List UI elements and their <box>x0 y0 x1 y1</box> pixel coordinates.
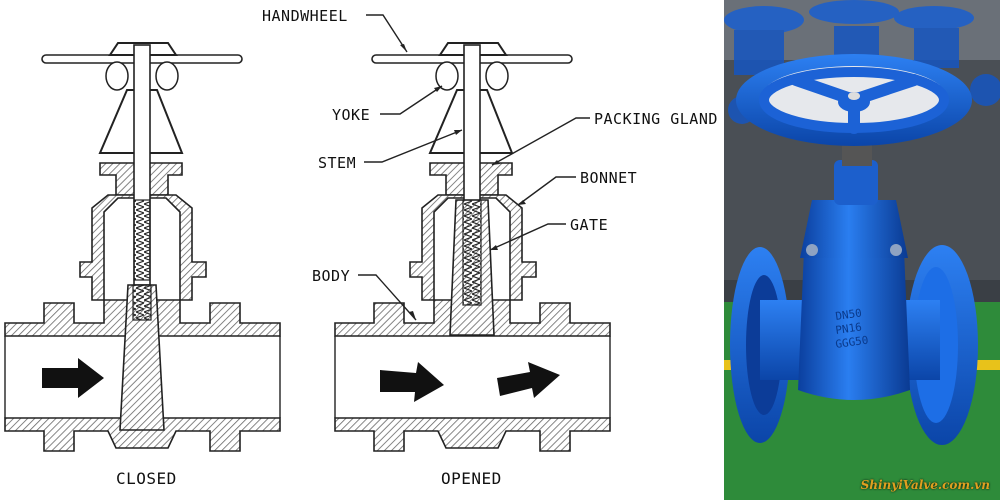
gate-valve-diagram: HANDWHEEL YOKE STEM PACKING GLAND BONNET… <box>4 7 718 488</box>
opened-valve-drawing <box>334 42 611 452</box>
closed-valve-drawing <box>4 42 281 452</box>
watermark: ShinyiValve.com.vn <box>860 478 990 492</box>
valve-photo: DN50 PN16 GGG50 ShinyiValve.com.vn <box>724 0 1000 500</box>
caption-opened: OPENED <box>441 469 502 488</box>
label-packing-gland: PACKING GLAND <box>594 110 718 128</box>
closed-bonnet <box>79 194 207 301</box>
closed-yoke-nut <box>108 42 178 56</box>
caption-closed: CLOSED <box>116 469 177 488</box>
opened-bonnet <box>409 194 537 301</box>
opened-flow-arrow-1 <box>380 362 444 402</box>
valve-photo-illustration: DN50 PN16 GGG50 <box>724 0 1000 500</box>
opened-flow-arrow-2 <box>497 362 560 398</box>
blue-gate-valve: DN50 PN16 GGG50 <box>730 54 978 445</box>
valve-marking-2: PN16 <box>835 320 863 337</box>
valve-marking-1: DN50 <box>835 306 863 323</box>
label-body: BODY <box>312 267 350 285</box>
part-labels: HANDWHEEL YOKE STEM PACKING GLAND BONNET… <box>116 7 718 488</box>
label-bonnet: BONNET <box>580 169 637 187</box>
closed-flow-arrow <box>42 358 104 398</box>
label-stem: STEM <box>318 154 356 172</box>
valve-marking-3: GGG50 <box>835 333 870 350</box>
label-gate: GATE <box>570 216 608 234</box>
label-handwheel: HANDWHEEL <box>262 7 348 25</box>
background-valves <box>724 0 1000 124</box>
label-yoke: YOKE <box>332 106 370 124</box>
